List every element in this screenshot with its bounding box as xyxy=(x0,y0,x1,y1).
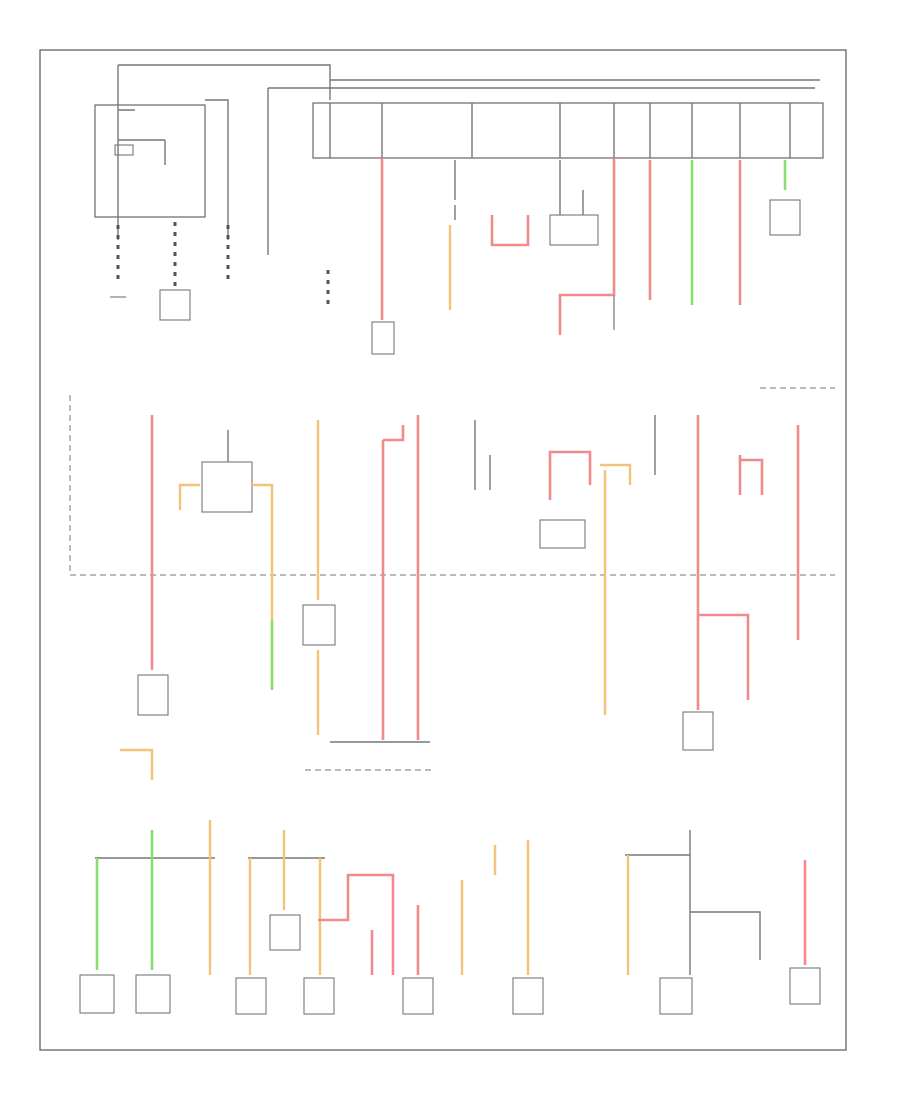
alternator xyxy=(159,289,191,321)
bottom-component-3 xyxy=(235,977,267,1015)
underhood-fuse-block xyxy=(312,102,824,159)
section-separator-1 xyxy=(69,395,835,576)
bottom-switch-2 xyxy=(135,974,171,1014)
bottom-feed-10 xyxy=(493,840,530,975)
bottom-component-8 xyxy=(659,977,693,1015)
diagram-frame xyxy=(39,49,847,1051)
fuse-element xyxy=(114,144,134,156)
relay-box-2 xyxy=(769,199,801,236)
mid-feed-6 xyxy=(474,420,491,490)
mid-orange-lower xyxy=(120,748,154,780)
mid-component-3 xyxy=(302,604,336,646)
horn-relay xyxy=(371,321,395,355)
mid-orange-2 xyxy=(252,483,274,620)
mid-relay-4-loop xyxy=(548,450,592,500)
battery-feed-wire xyxy=(117,95,166,240)
mid-component-8 xyxy=(682,711,714,751)
bottom-component-9 xyxy=(789,967,821,1005)
fuse-taps xyxy=(329,103,791,158)
relay-box-1 xyxy=(549,214,599,246)
relay-box-4 xyxy=(539,519,586,549)
bottom-switch-1 xyxy=(79,974,115,1014)
mid-feed-4 xyxy=(381,425,405,740)
fuse-box-right-feed xyxy=(205,99,229,240)
bottom-component-5 xyxy=(269,914,301,951)
bottom-feed-12 xyxy=(689,830,761,975)
relay-box-1-feed xyxy=(559,160,584,215)
bottom-pink-loop xyxy=(318,873,395,975)
top-section xyxy=(94,64,824,355)
mid-orange-3 xyxy=(600,463,632,715)
bottom-section xyxy=(79,820,821,1015)
battery-fuse-box xyxy=(94,104,206,218)
mid-component-1 xyxy=(137,674,169,716)
bottom-component-4 xyxy=(303,977,335,1015)
middle-section xyxy=(120,415,800,780)
top-bus-wire xyxy=(117,64,331,100)
fuse-feed-5 xyxy=(558,158,616,335)
relay-box-3 xyxy=(201,461,253,513)
mid-feed-8-branch xyxy=(698,613,750,700)
bottom-component-6 xyxy=(402,977,434,1015)
relay-loop xyxy=(490,215,530,247)
bottom-component-7 xyxy=(512,977,544,1015)
mid-orange-stub xyxy=(178,483,200,510)
top-right-bus xyxy=(267,79,820,255)
mid-loop-2 xyxy=(738,455,764,495)
